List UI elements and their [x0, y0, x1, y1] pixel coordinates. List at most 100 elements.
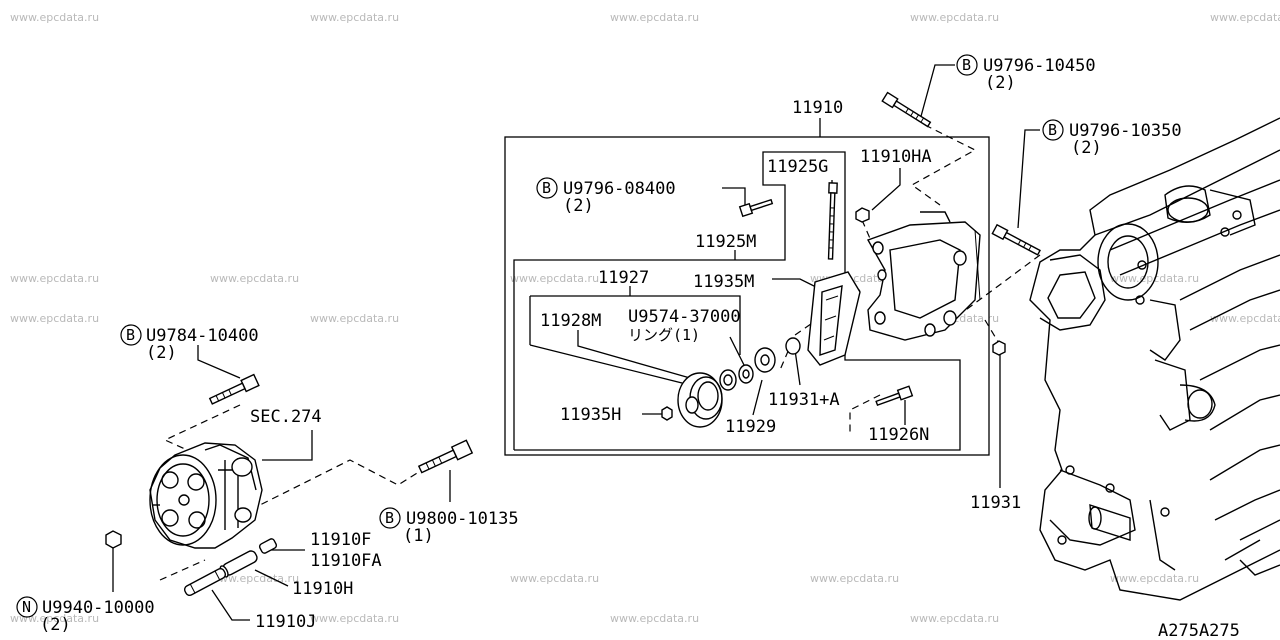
- engine-block: [1029, 117, 1280, 601]
- fastener-code: U9940-10000: [42, 598, 155, 618]
- callout-11931a: 11931+A: [768, 390, 840, 410]
- watermark: www.epcdata.ru: [1210, 11, 1280, 24]
- callout-11935m: 11935M: [693, 272, 754, 292]
- frame-11925m: [513, 151, 961, 451]
- diagram-id: A275A275: [1158, 621, 1240, 640]
- fastener-code: U9796-10450: [983, 56, 1096, 76]
- callout-11927: 11927: [598, 268, 649, 288]
- callouts: 11910 11910HA 11925G 11925M 11927 11935M…: [250, 98, 1021, 632]
- watermark: www.epcdata.ru: [610, 612, 699, 625]
- fastener-qty: (2): [1071, 138, 1102, 158]
- callout-11910ha: 11910HA: [860, 147, 932, 167]
- callout-sec274: SEC.274: [250, 407, 322, 427]
- nut-11931: [992, 340, 1006, 356]
- fastener-b10135: B U9800-10135 (1): [379, 507, 519, 546]
- callout-11925g: 11925G: [767, 157, 828, 177]
- bolt-10400: [208, 373, 260, 405]
- fastener-qty: (1): [403, 526, 434, 546]
- fastener-code: U9796-10350: [1069, 121, 1182, 141]
- callout-11925m: 11925M: [695, 232, 756, 252]
- leader-11910h: [254, 569, 289, 587]
- callout-11910h: 11910H: [292, 579, 353, 599]
- callout-u9574: U9574-37000: [628, 307, 741, 327]
- watermark: www.epcdata.ru: [310, 11, 399, 24]
- callout-11910fa: 11910FA: [310, 551, 382, 571]
- watermark: www.epcdata.ru: [310, 312, 399, 325]
- fastener-callouts: B U9796-10450 (2) B U9796-10350 (2) B U9…: [16, 54, 1182, 635]
- fastener-b10450: B U9796-10450 (2): [956, 54, 1096, 93]
- mount-bushings: [183, 538, 278, 597]
- dash-right-bolt: [954, 254, 1041, 319]
- leader-lines: [112, 64, 1040, 621]
- fasteners: [105, 91, 1041, 549]
- callout-11931: 11931: [970, 493, 1021, 513]
- watermark: www.epcdata.ru: [810, 572, 899, 585]
- watermark: www.epcdata.ru: [1110, 572, 1199, 585]
- adjuster-plate: [785, 271, 861, 366]
- callout-11910f: 11910F: [310, 530, 371, 550]
- callout-11928m: 11928M: [540, 311, 601, 331]
- leader-11927-pulley: [529, 344, 691, 386]
- fastener-code: U9784-10400: [146, 326, 259, 346]
- leader-11910ha: [871, 168, 901, 211]
- fastener-qty: (2): [146, 343, 177, 363]
- watermark: www.epcdata.ru: [10, 272, 99, 285]
- leader-11928m: [577, 330, 691, 379]
- watermark: www.epcdata.ru: [910, 612, 999, 625]
- bolt-11926n: [875, 385, 914, 407]
- watermark: www.epcdata.ru: [10, 312, 99, 325]
- marker-letter: B: [542, 179, 551, 197]
- assembly-frames: [504, 118, 990, 456]
- alternator: [149, 442, 263, 549]
- watermark: www.epcdata.ru: [510, 272, 599, 285]
- fastener-qty: (2): [40, 615, 71, 635]
- dash-top-bolt: [910, 124, 977, 206]
- fastener-qty: (2): [985, 73, 1016, 93]
- watermark: www.epcdata.ru: [1210, 312, 1280, 325]
- leader-b10450: [919, 64, 955, 121]
- leader-11931a: [794, 349, 801, 386]
- watermark: www.epcdata.ru: [210, 572, 299, 585]
- fastener-b10350: B U9796-10350 (2): [1042, 119, 1182, 158]
- marker-letter: B: [385, 509, 394, 527]
- leader-u9574: [729, 336, 746, 368]
- watermark: www.epcdata.ru: [310, 612, 399, 625]
- leader-11935m: [772, 278, 819, 289]
- leader-b10350: [1017, 129, 1040, 229]
- frame-11910: [504, 136, 990, 456]
- callout-11926n: 11926N: [868, 425, 929, 445]
- idler-pulley: [677, 369, 737, 428]
- dash-nut: [984, 319, 1001, 346]
- watermark: www.epcdata.ru: [610, 11, 699, 24]
- fastener-code: U9800-10135: [406, 509, 519, 529]
- fastener-n10000: N U9940-10000 (2): [16, 596, 155, 635]
- marker-letter: B: [1048, 121, 1057, 139]
- frame-11927: [530, 295, 741, 355]
- nut-10000: [105, 530, 122, 549]
- watermark-layer: www.epcdata.ru www.epcdata.ru www.epcdat…: [10, 11, 1280, 625]
- fastener-code: U9796-08400: [563, 179, 676, 199]
- dash-bolt-11926: [849, 394, 881, 435]
- leader-b08400: [722, 187, 746, 205]
- watermark: www.epcdata.ru: [10, 11, 99, 24]
- bolt-10350: [991, 223, 1041, 256]
- callout-11929: 11929: [725, 417, 776, 437]
- bolt-10135: [417, 439, 474, 474]
- bolt-08400: [738, 198, 774, 218]
- leader-11929: [752, 379, 763, 416]
- watermark: www.epcdata.ru: [910, 11, 999, 24]
- fastener-qty: (2): [563, 196, 594, 216]
- leader-b10400: [197, 345, 241, 379]
- leader-11910j: [211, 589, 250, 621]
- main-bracket: [866, 211, 981, 341]
- watermark: www.epcdata.ru: [510, 572, 599, 585]
- fastener-b08400: B U9796-08400 (2): [536, 177, 676, 216]
- callout-11910j: 11910J: [255, 612, 316, 632]
- callout-11910: 11910: [792, 98, 843, 118]
- bolt-11925g: [827, 182, 838, 260]
- bolt-10450: [881, 91, 932, 128]
- fastener-b10400: B U9784-10400 (2): [120, 324, 259, 363]
- callout-11935h: 11935H: [560, 405, 621, 425]
- marker-letter: N: [22, 598, 31, 616]
